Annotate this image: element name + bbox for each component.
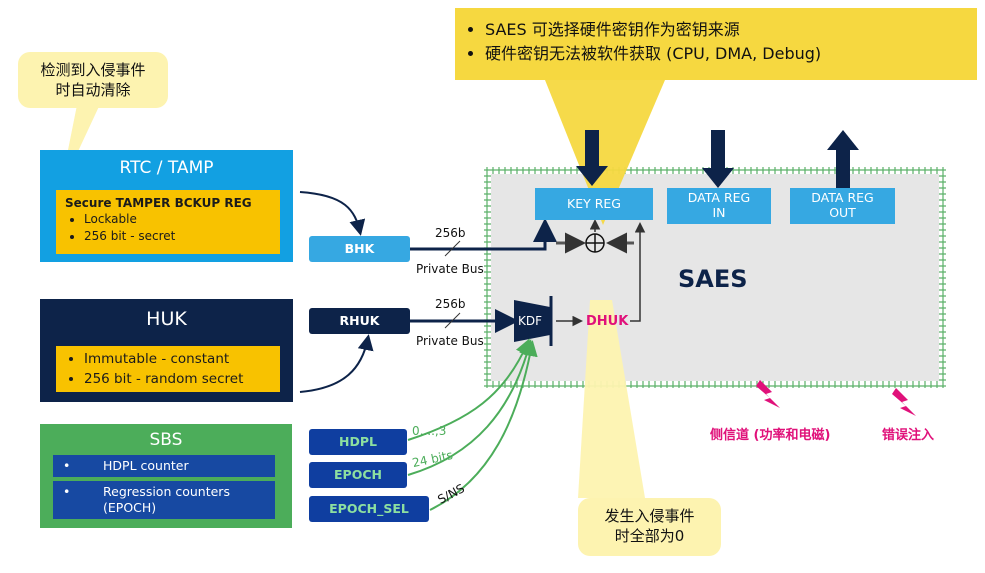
bus-label-bottom: Private Bus bbox=[416, 334, 484, 348]
lightning-fault bbox=[892, 388, 916, 416]
top-note-item: 硬件密钥无法被软件获取 (CPU, DMA, Debug) bbox=[485, 42, 977, 66]
sbs-item-hdpl-counter: • HDPL counter bbox=[53, 455, 275, 477]
data-reg-out: DATA REG OUT bbox=[790, 188, 895, 224]
callout-zero: 发生入侵事件 时全部为0 bbox=[578, 498, 721, 556]
fault-injection-label: 错误注入 bbox=[882, 428, 935, 443]
bullet-dot: • bbox=[63, 484, 71, 499]
tamper-item: 256 bit - secret bbox=[84, 228, 280, 245]
rtc-title: RTC / TAMP bbox=[119, 158, 214, 178]
sbs-item-label: Regression counters (EPOCH) bbox=[103, 484, 230, 515]
callout-tamper: 检测到入侵事件 时自动清除 bbox=[18, 52, 168, 108]
hdpl-signal-label: 0,...,3 bbox=[412, 424, 447, 438]
sbs-item-regression: • Regression counters (EPOCH) bbox=[53, 481, 275, 519]
huk-item: 256 bit - random secret bbox=[84, 369, 280, 389]
epoch-sel-pill: EPOCH_SEL bbox=[309, 496, 429, 522]
kdf-shape bbox=[514, 300, 550, 342]
huk-item: Immutable - constant bbox=[84, 349, 280, 369]
side-channel-label: 侧信道 (功率和电磁) bbox=[710, 428, 831, 443]
top-note-item: SAES 可选择硬件密钥作为密钥来源 bbox=[485, 18, 977, 42]
bus-width-bottom: 256b bbox=[435, 297, 466, 311]
kdf-label: KDF bbox=[518, 314, 543, 328]
saes-title: SAES bbox=[678, 265, 748, 293]
rhuk-pill: RHUK bbox=[309, 308, 410, 334]
dhuk-label: DHUK bbox=[586, 314, 629, 329]
tamper-item: Lockable bbox=[84, 211, 280, 228]
tamper-backup-reg-title: Secure TAMPER BCKUP REG bbox=[65, 196, 252, 210]
tamper-backup-reg: Secure TAMPER BCKUP REG Lockable 256 bit… bbox=[56, 190, 280, 254]
epoch-pill: EPOCH bbox=[309, 462, 407, 488]
sbs-title: SBS bbox=[149, 430, 183, 450]
data-reg-in: DATA REG IN bbox=[667, 188, 771, 224]
bullet-dot: • bbox=[63, 458, 71, 473]
top-note: SAES 可选择硬件密钥作为密钥来源 硬件密钥无法被软件获取 (CPU, DMA… bbox=[455, 8, 977, 80]
sbs-item-label: HDPL counter bbox=[103, 458, 189, 473]
hdpl-pill: HDPL bbox=[309, 429, 407, 455]
bhk-pill: BHK bbox=[309, 236, 410, 262]
bus-label-top: Private Bus bbox=[416, 262, 484, 276]
huk-title: HUK bbox=[146, 308, 187, 330]
key-reg: KEY REG bbox=[535, 188, 653, 220]
huk-inner: Immutable - constant 256 bit - random se… bbox=[56, 346, 280, 392]
lightning-side-channel bbox=[756, 380, 780, 408]
bus-width-top: 256b bbox=[435, 226, 466, 240]
